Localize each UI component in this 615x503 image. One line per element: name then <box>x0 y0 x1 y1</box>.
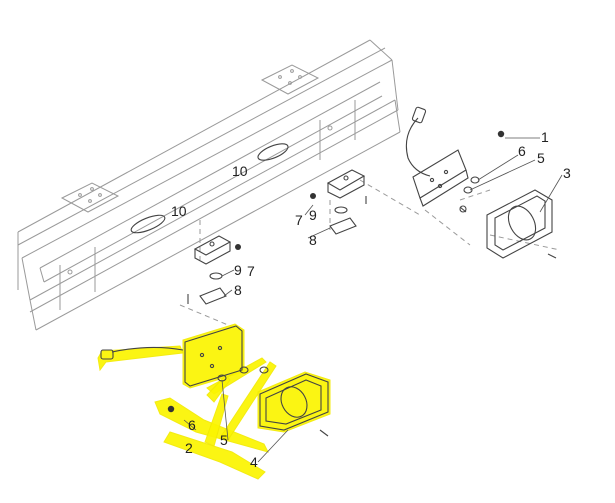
callout-1: 1 <box>541 129 549 145</box>
callout-9-left: 9 <box>234 262 242 278</box>
callout-5-upper: 5 <box>537 150 545 166</box>
callout-9-middle: 9 <box>309 207 317 223</box>
callout-8-middle: 8 <box>309 232 317 248</box>
callout-5-lower: 5 <box>220 432 228 448</box>
callout-6-lower: 6 <box>188 417 196 433</box>
callout-4: 4 <box>250 454 258 470</box>
callout-10-left: 10 <box>171 203 187 219</box>
middle-clips <box>187 169 367 305</box>
callout-6-upper: 6 <box>518 143 526 159</box>
callout-7-middle: 7 <box>295 212 303 228</box>
callout-labels: 1 6 5 3 10 10 7 9 8 9 7 8 6 2 5 4 <box>171 129 571 470</box>
assembly-lines <box>179 179 561 331</box>
highlighted-lower-assembly <box>97 323 331 480</box>
upper-lamp-assembly <box>405 106 557 259</box>
callout-2: 2 <box>185 440 193 456</box>
callout-8-left: 8 <box>234 282 242 298</box>
callout-7-left: 7 <box>247 263 255 279</box>
leader-lines <box>183 137 563 463</box>
lower-lamp-assembly <box>100 325 329 437</box>
callout-3: 3 <box>563 165 571 181</box>
chassis-frame <box>17 39 401 331</box>
callout-10-right: 10 <box>232 163 248 179</box>
